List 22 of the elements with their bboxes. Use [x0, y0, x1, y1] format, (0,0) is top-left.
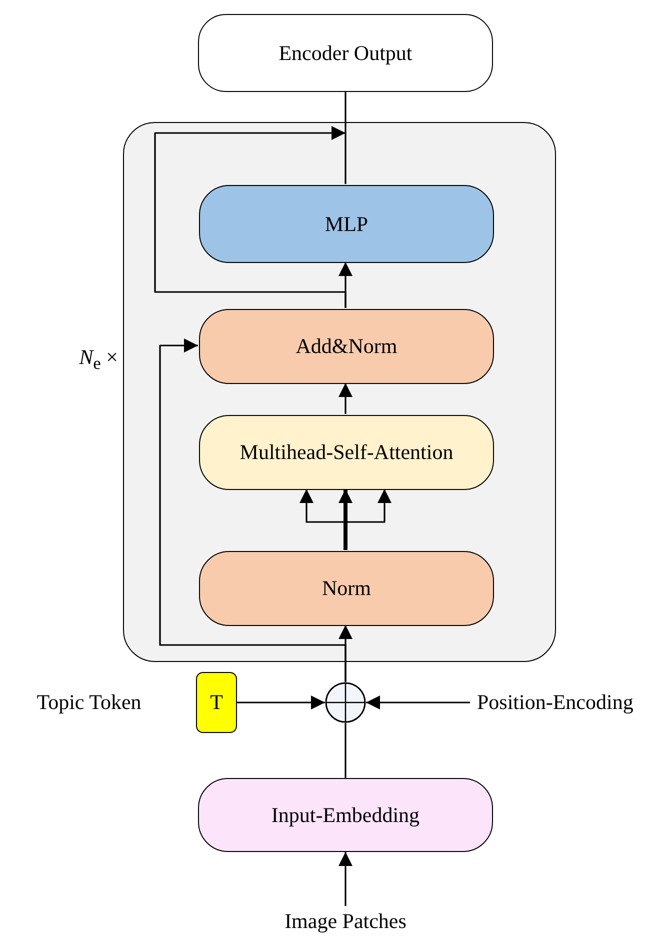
text-label: Position-Encoding: [470, 688, 668, 717]
connector-line: [344, 723, 346, 778]
process-box: Add&Norm: [199, 309, 494, 384]
arrow: [338, 489, 352, 550]
sum-circle: [325, 682, 366, 723]
text-label: Image Patches: [260, 906, 431, 936]
side-label: Topic Token: [36, 688, 142, 716]
encoder-layer-container: [123, 122, 556, 662]
arrow: [154, 126, 346, 308]
arrow: [159, 338, 346, 682]
process-box: Input-Embedding: [198, 778, 493, 852]
token-box: T: [196, 672, 237, 733]
connector-line: [344, 92, 346, 184]
arrow: [366, 696, 470, 710]
arrow: [338, 852, 352, 906]
process-box: Norm: [199, 551, 494, 626]
side-label: N$_{e}$ ×: [78, 345, 118, 375]
process-box: MLP: [199, 185, 494, 263]
arrow: [237, 696, 325, 710]
arrow: [338, 383, 352, 414]
process-box: Multihead-Self-Attention: [199, 415, 494, 490]
process-box: Encoder Output: [198, 14, 493, 92]
